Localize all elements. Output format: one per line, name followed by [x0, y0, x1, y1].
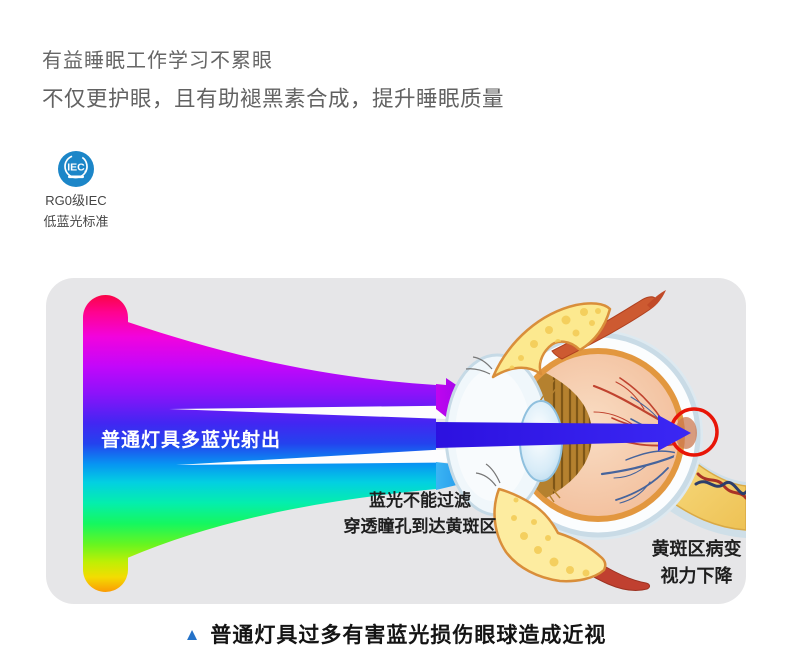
upper-eyelashes [465, 356, 493, 375]
blue-beam-arrow [436, 415, 691, 451]
macula-note-line2: 视力下降 [660, 566, 733, 586]
upper-eyelid [465, 290, 666, 379]
rainbow-spectrum-beam [83, 295, 436, 592]
subheading-melatonin: 不仅更护眼，且有助褪黑素合成，提升睡眠质量 [42, 87, 505, 111]
blue-light-eye-diagram: 普通灯具多蓝光射出 蓝光不能过滤 穿透瞳孔到达黄斑区 黄斑区病变 视力下降 [46, 278, 746, 604]
beam-split-streaks [169, 405, 501, 465]
figure-caption: ▲ 普通灯具过多有害蓝光损伤眼球造成近视 [0, 619, 790, 649]
iec-label-line1: RG0级IEC [45, 193, 107, 208]
iec-standard-label: RG0级IEC 低蓝光标准 [25, 191, 127, 233]
pupil-note: 蓝光不能过滤 穿透瞳孔到达黄斑区 [290, 488, 550, 541]
heading-benefit: 有益睡眠工作学习不累眼 [42, 50, 273, 72]
triangle-marker-icon: ▲ [183, 624, 201, 644]
lower-eyelid [475, 463, 650, 591]
beam-label: 普通灯具多蓝光射出 [101, 430, 282, 451]
zonule-fibers [537, 379, 561, 503]
caption-text: 普通灯具过多有害蓝光损伤眼球造成近视 [210, 624, 607, 647]
macula-note-line1: 黄斑区病变 [651, 539, 742, 559]
iec-label-line2: 低蓝光标准 [43, 213, 109, 229]
eye-illustration [83, 290, 746, 592]
svg-text:IEC: IEC [67, 162, 85, 174]
macula-note: 黄斑区病变 视力下降 [629, 536, 746, 590]
lower-eyelashes [475, 463, 501, 487]
iec-certification-icon: IEC [57, 150, 95, 188]
eyeball [493, 330, 703, 540]
pupil-note-line2: 穿透瞳孔到达黄斑区 [343, 517, 497, 537]
pupil-note-line1: 蓝光不能过滤 [369, 491, 471, 510]
